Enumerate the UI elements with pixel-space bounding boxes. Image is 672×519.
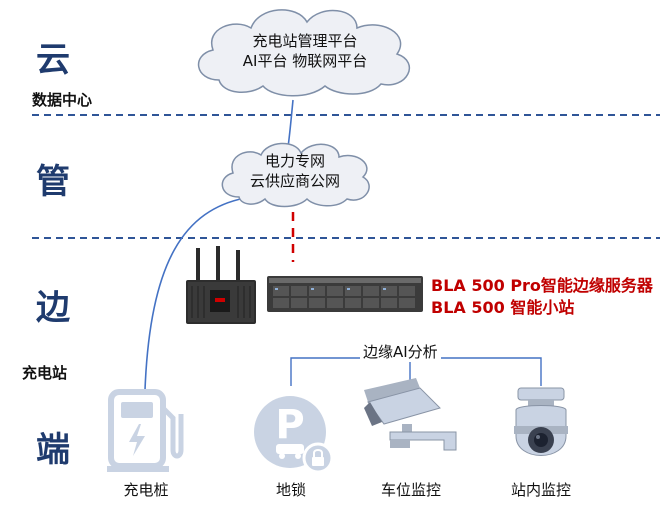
product-names: BLA 500 Pro智能边缘服务器 BLA 500 智能小站	[431, 275, 653, 319]
network-cloud-line1: 电力专网	[264, 152, 325, 170]
svg-text:P: P	[275, 402, 304, 448]
product-station-name: BLA 500 智能小站	[431, 298, 575, 317]
platform-cloud: 充电站管理平台 AI平台 物联网平台	[195, 31, 415, 71]
platform-cloud-line1: 充电站管理平台	[252, 32, 358, 50]
edge-server-device-icon	[267, 276, 423, 312]
platform-cloud-line2: AI平台 物联网平台	[242, 52, 368, 70]
blue-station-line	[144, 197, 246, 391]
tier-edge-label: 边	[36, 288, 70, 328]
network-cloud: 电力专网 云供应商公网	[225, 151, 365, 191]
bullet-camera-icon	[364, 378, 457, 451]
platform-cloud-shape	[197, 9, 410, 97]
product-server-name: BLA 500 Pro智能边缘服务器	[431, 276, 653, 295]
edge-ai-analysis-label: 边缘AI分析	[360, 341, 441, 362]
tier-end-label: 端	[36, 430, 70, 470]
device-label-charging-pile: 充电桩	[123, 481, 169, 499]
charging-pile-icon	[107, 389, 184, 472]
datacenter-label: 数据中心	[32, 91, 93, 109]
dome-camera-icon	[514, 387, 568, 456]
network-cloud-shape	[221, 142, 370, 208]
device-label-parking-lock: 地锁	[275, 481, 306, 499]
tier-cloud-label: 云	[36, 40, 70, 80]
tier-pipe-label: 管	[36, 162, 70, 202]
device-label-station-monitoring: 站内监控	[510, 481, 571, 499]
smart-station-device-icon	[186, 246, 256, 324]
station-label: 充电站	[22, 364, 68, 382]
network-cloud-line2: 云供应商公网	[249, 172, 340, 190]
parking-lock-icon: P	[254, 396, 334, 474]
device-label-space-monitoring: 车位监控	[380, 481, 441, 499]
